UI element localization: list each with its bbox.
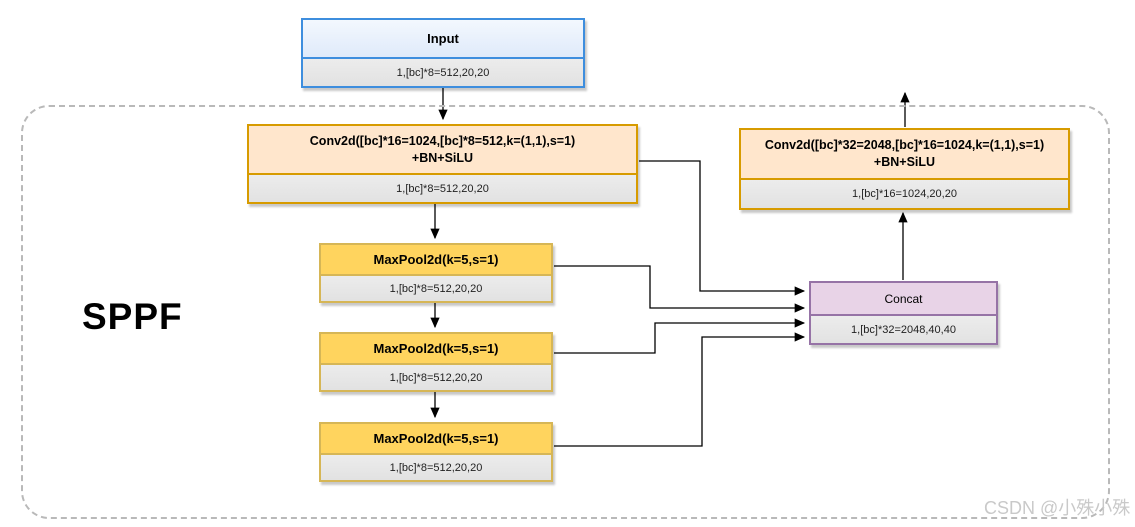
module-title: SPPF [82, 296, 183, 337]
node-maxpool-1-shape: 1,[bc]*8=512,20,20 [321, 276, 551, 301]
node-input: Input 1,[bc]*8=512,20,20 [301, 18, 585, 88]
node-maxpool-2-shape: 1,[bc]*8=512,20,20 [321, 365, 551, 390]
node-conv-out-label-line1: Conv2d([bc]*32=2048,[bc]*16=1024,k=(1,1)… [764, 138, 1045, 153]
node-maxpool-3-label: MaxPool2d(k=5,s=1) [321, 424, 551, 455]
node-conv-out-label: Conv2d([bc]*32=2048,[bc]*16=1024,k=(1,1)… [741, 130, 1068, 180]
sppf-module-frame [21, 105, 1110, 519]
node-concat: Concat 1,[bc]*32=2048,40,40 [809, 281, 998, 345]
node-conv-in-shape: 1,[bc]*8=512,20,20 [249, 175, 636, 202]
node-conv-out: Conv2d([bc]*32=2048,[bc]*16=1024,k=(1,1)… [739, 128, 1070, 210]
node-maxpool-2-label: MaxPool2d(k=5,s=1) [321, 334, 551, 365]
node-maxpool-3: MaxPool2d(k=5,s=1) 1,[bc]*8=512,20,20 [319, 422, 553, 482]
node-concat-shape: 1,[bc]*32=2048,40,40 [811, 316, 996, 343]
node-conv-out-shape: 1,[bc]*16=1024,20,20 [741, 180, 1068, 208]
node-maxpool-1: MaxPool2d(k=5,s=1) 1,[bc]*8=512,20,20 [319, 243, 553, 303]
node-conv-in-label: Conv2d([bc]*16=1024,[bc]*8=512,k=(1,1),s… [249, 126, 636, 175]
node-input-shape: 1,[bc]*8=512,20,20 [303, 59, 583, 86]
node-concat-label: Concat [811, 283, 996, 316]
node-maxpool-1-label: MaxPool2d(k=5,s=1) [321, 245, 551, 276]
node-maxpool-2: MaxPool2d(k=5,s=1) 1,[bc]*8=512,20,20 [319, 332, 553, 392]
node-maxpool-3-shape: 1,[bc]*8=512,20,20 [321, 455, 551, 480]
node-conv-in-label-line2: +BN+SiLU [411, 150, 474, 165]
node-input-label: Input [303, 20, 583, 59]
watermark: CSDN @小殊小殊 [984, 498, 1131, 518]
node-conv-out-label-line2: +BN+SiLU [873, 155, 936, 169]
node-conv-in: Conv2d([bc]*16=1024,[bc]*8=512,k=(1,1),s… [247, 124, 638, 204]
node-conv-in-label-line1: Conv2d([bc]*16=1024,[bc]*8=512,k=(1,1),s… [309, 133, 576, 148]
